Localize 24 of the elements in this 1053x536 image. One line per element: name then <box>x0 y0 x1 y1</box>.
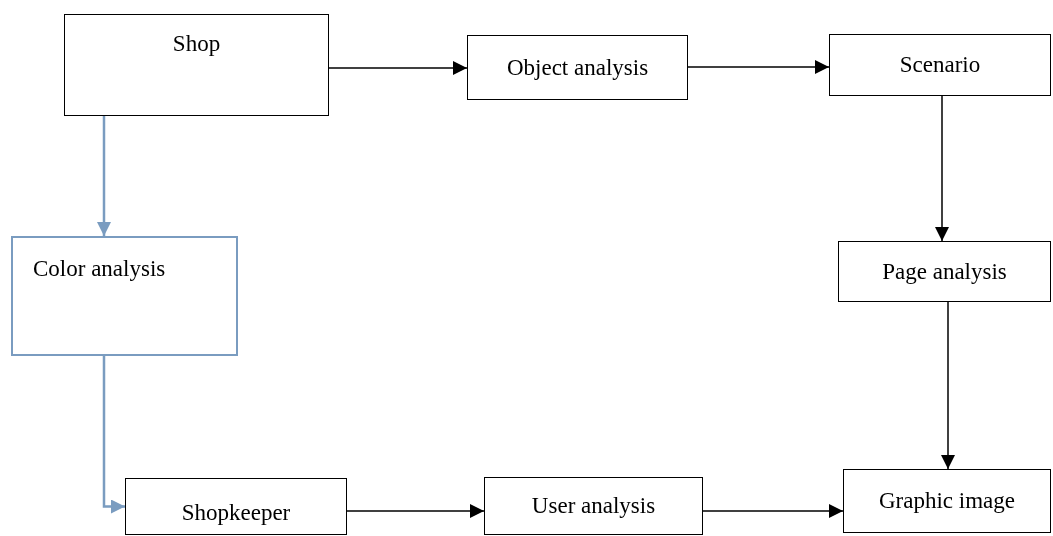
arrow <box>941 301 955 470</box>
process-box <box>843 469 1051 533</box>
process-box <box>484 477 703 535</box>
box-label: Shopkeeper <box>181 500 291 526</box>
arrow <box>687 60 830 74</box>
process-box <box>838 241 1051 302</box>
arrow <box>346 504 485 518</box>
arrow <box>935 95 949 242</box>
arrow <box>328 61 468 75</box>
arrow <box>102 356 125 514</box>
box-label: Color analysis <box>33 256 166 282</box>
arrow <box>702 504 844 518</box>
box-label: Graphic image <box>879 488 1015 514</box>
box-label: Object analysis <box>506 54 649 81</box>
box-label: User analysis <box>531 493 656 519</box>
box-label: Page analysis <box>882 258 1007 285</box>
box-label: Scenario <box>899 52 981 78</box>
process-box <box>11 236 238 356</box>
arrow <box>97 116 111 236</box>
process-box <box>64 14 329 116</box>
process-box <box>829 34 1051 96</box>
process-box <box>125 478 347 535</box>
process-box <box>467 35 688 100</box>
box-label: Shop <box>172 31 221 57</box>
